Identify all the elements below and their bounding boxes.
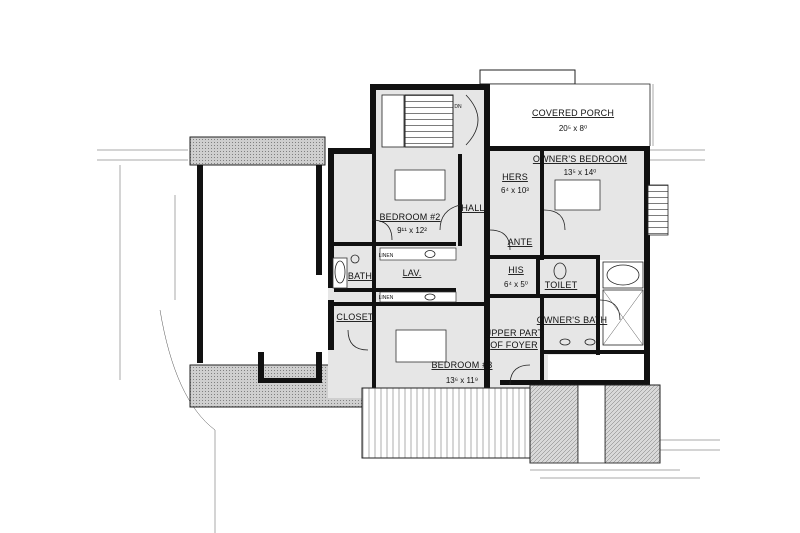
bath-label: BATH	[348, 271, 372, 281]
covered-porch: COVERED PORCH 20⁵ x 8⁰	[479, 69, 654, 146]
upper-foyer-label-line2: OF FOYER	[490, 340, 538, 350]
hers-closet-dims: 6⁴ x 10³	[501, 186, 529, 195]
hall-label: HALL	[461, 203, 484, 213]
hers-closet-label: HERS	[502, 172, 528, 182]
closet-label: CLOSET	[336, 312, 374, 322]
linen-lower-label: LINEN	[379, 295, 394, 301]
doors	[347, 94, 621, 386]
ante-label: ANTE	[508, 237, 533, 247]
site-lines	[97, 149, 720, 533]
fixtures: LINEN LINEN	[332, 169, 644, 363]
owners-bedroom-dims: 13⁵ x 14⁰	[564, 168, 597, 177]
staircase: DN	[381, 94, 462, 148]
walls	[328, 84, 650, 424]
toilet-label: TOILET	[545, 280, 578, 290]
owners-bath-label: OWNER'S BATH	[537, 315, 607, 325]
bedroom-2-dims: 9¹¹ x 12²	[397, 226, 427, 235]
his-closet-label: HIS	[508, 265, 524, 275]
covered-porch-label: COVERED PORCH	[532, 108, 614, 118]
his-closet-dims: 6⁴ x 5⁰	[504, 280, 528, 289]
lav-label: LAV.	[403, 268, 422, 278]
linen-upper-label: LINEN	[379, 253, 394, 259]
stair-down-label: DN	[454, 104, 462, 110]
bedroom-3-label: BEDROOM #3	[431, 360, 492, 370]
front-deck	[361, 184, 700, 479]
covered-porch-dims: 20⁵ x 8⁰	[559, 124, 587, 133]
upper-foyer-label-line1: UPPER PART	[485, 328, 544, 338]
owners-bedroom-label: OWNER'S BEDROOM	[533, 154, 627, 164]
bedroom-3-dims: 13⁶ x 11⁹	[446, 376, 478, 385]
bedroom-2-label: BEDROOM #2	[379, 212, 440, 222]
room-labels: OWNER'S BEDROOM 13⁵ x 14⁰ HERS 6⁴ x 10³ …	[336, 154, 627, 385]
